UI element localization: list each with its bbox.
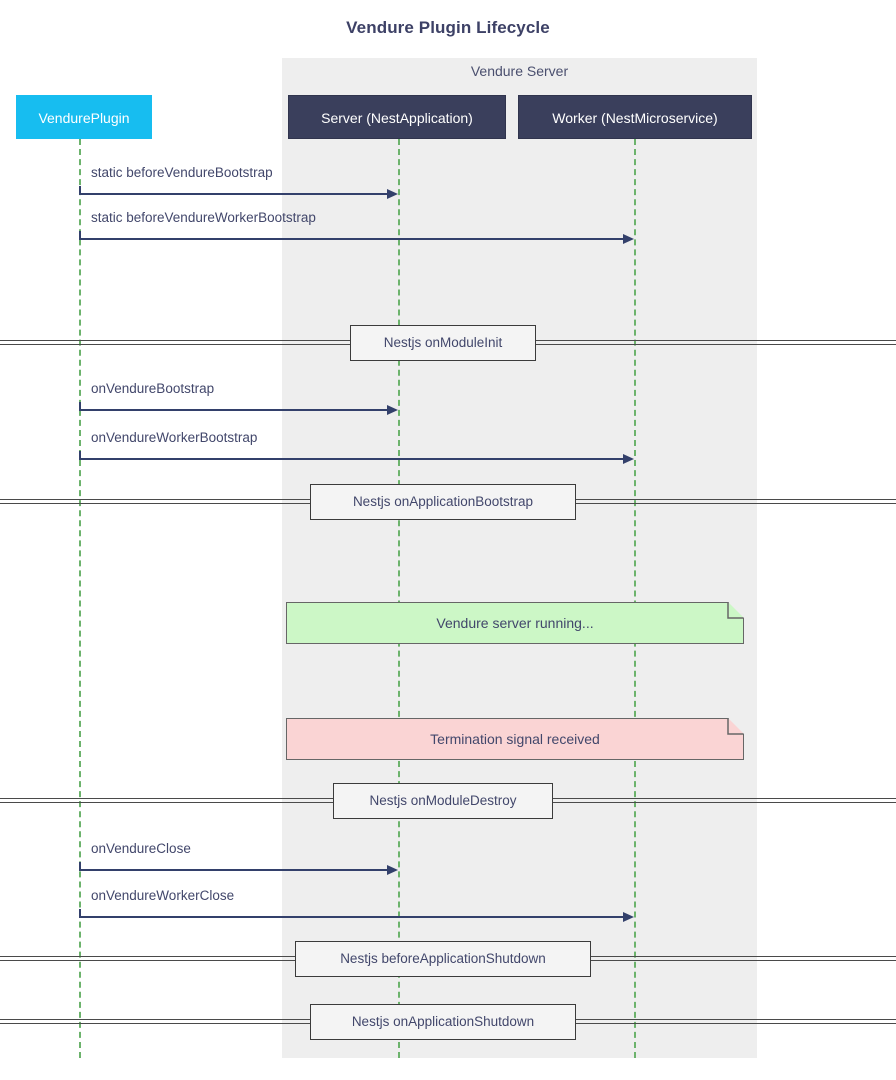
message-arrowhead-6 <box>623 912 634 922</box>
message-label-onvendurebootstrap: onVendureBootstrap <box>91 381 215 396</box>
divider-label-nestjs-onmoduleinit: Nestjs onModuleInit <box>350 325 536 361</box>
divider-label-nestjs-onmoduledestroy: Nestjs onModuleDestroy <box>333 783 553 819</box>
message-line-5 <box>79 869 387 871</box>
message-arrowhead-3 <box>387 405 398 415</box>
message-arrowhead-4 <box>623 454 634 464</box>
note-fold-icon <box>728 602 744 618</box>
message-label-onvendureworkerclose: onVendureWorkerClose <box>91 888 235 903</box>
lifeline-worker <box>634 139 636 1058</box>
message-tail-6 <box>79 909 81 918</box>
lifeline-vendureplugin <box>79 139 81 1058</box>
divider-label-nestjs-onapplicationshutdown: Nestjs onApplicationShutdown <box>310 1004 576 1040</box>
message-line-2 <box>79 238 623 240</box>
divider-label-nestjs-beforeapplicationshutdown: Nestjs beforeApplicationShutdown <box>295 941 591 977</box>
message-tail-2 <box>79 231 81 240</box>
message-label-static-beforevendureworkerbootstrap: static beforeVendureWorkerBootstrap <box>91 210 316 225</box>
message-line-4 <box>79 458 623 460</box>
note-fold-icon-2 <box>728 718 744 734</box>
message-tail-3 <box>79 402 81 411</box>
divider-label-nestjs-onapplicationbootstrap: Nestjs onApplicationBootstrap <box>310 484 576 520</box>
message-tail-5 <box>79 862 81 871</box>
message-arrowhead-5 <box>387 865 398 875</box>
participant-worker[interactable]: Worker (NestMicroservice) <box>518 95 752 139</box>
message-line-3 <box>79 409 387 411</box>
note-label-termination: Termination signal received <box>430 731 600 747</box>
message-label-static-beforevendurebootstrap: static beforeVendureBootstrap <box>91 165 273 180</box>
message-label-onvendureclose: onVendureClose <box>91 841 191 856</box>
message-arrowhead-1 <box>387 189 398 199</box>
message-arrowhead-2 <box>623 234 634 244</box>
group-label-vendure-server: Vendure Server <box>470 63 569 79</box>
diagram-title: Vendure Plugin Lifecycle <box>346 18 550 37</box>
note-termination-signal-received: Termination signal received <box>286 718 744 760</box>
lifeline-server <box>398 139 400 1058</box>
message-line-1 <box>79 193 387 195</box>
group-box-vendure-server <box>282 58 757 1058</box>
participant-vendureplugin[interactable]: VendurePlugin <box>16 95 152 139</box>
message-tail-4 <box>79 451 81 460</box>
message-label-onvendureworkerbootstrap: onVendureWorkerBootstrap <box>91 430 258 445</box>
participant-server[interactable]: Server (NestApplication) <box>288 95 506 139</box>
note-vendure-server-running: Vendure server running... <box>286 602 744 644</box>
note-fold-corner-icon <box>727 602 743 619</box>
message-tail-1 <box>79 186 81 195</box>
note-fold-corner-icon-2 <box>727 718 743 735</box>
note-label-running: Vendure server running... <box>436 615 594 631</box>
message-line-6 <box>79 916 623 918</box>
